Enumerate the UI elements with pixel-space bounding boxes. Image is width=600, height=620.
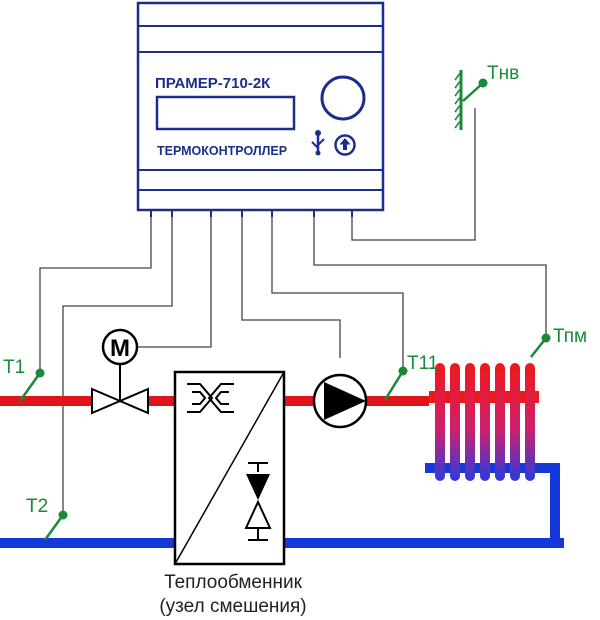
signal-wires [39,108,547,515]
exchanger-caption-line2: (узел смешения) [159,596,306,617]
usb-icon [311,130,325,156]
return-pipe [0,463,564,548]
sensor-tpm-label: Тпм [553,326,587,347]
sensor-t11-label: Т11 [407,353,438,374]
motor-label: М [110,335,130,362]
device-subtitle-label: ТЕРМОКОНТРОЛЛЕР [157,144,287,158]
supply-pipe [0,396,429,406]
exchanger-caption-line1: Теплообменник [164,572,303,593]
power-button-icon [334,134,356,156]
motor-icon [101,328,139,366]
check-valve-icon [244,462,272,541]
sensor-tnv-label: Тнв [487,63,519,84]
sensor-t2-label: Т2 [26,496,48,517]
thermocontroller-unit: ПРАМЕР-710-2К ТЕРМОКОНТРОЛЛЕР [136,1,385,217]
sensor-t2: Т2 [26,496,68,541]
device-knob [320,75,366,121]
sensor-t11: Т11 [383,353,438,401]
motorized-valve: М [91,328,149,415]
exchanger-coil-icon [187,383,234,413]
pump-icon [324,382,366,420]
device-display [155,95,296,131]
radiator [429,363,539,481]
heat-exchanger [173,370,286,566]
outdoor-sensor: Тнв [454,63,519,130]
sensor-t1: Т1 [3,357,45,402]
sensor-tpm: Тпм [530,326,587,358]
device-model-label: ПРАМЕР-710-2К [155,75,271,92]
sensor-t1-label: Т1 [3,357,25,378]
circulation-pump [312,373,368,429]
